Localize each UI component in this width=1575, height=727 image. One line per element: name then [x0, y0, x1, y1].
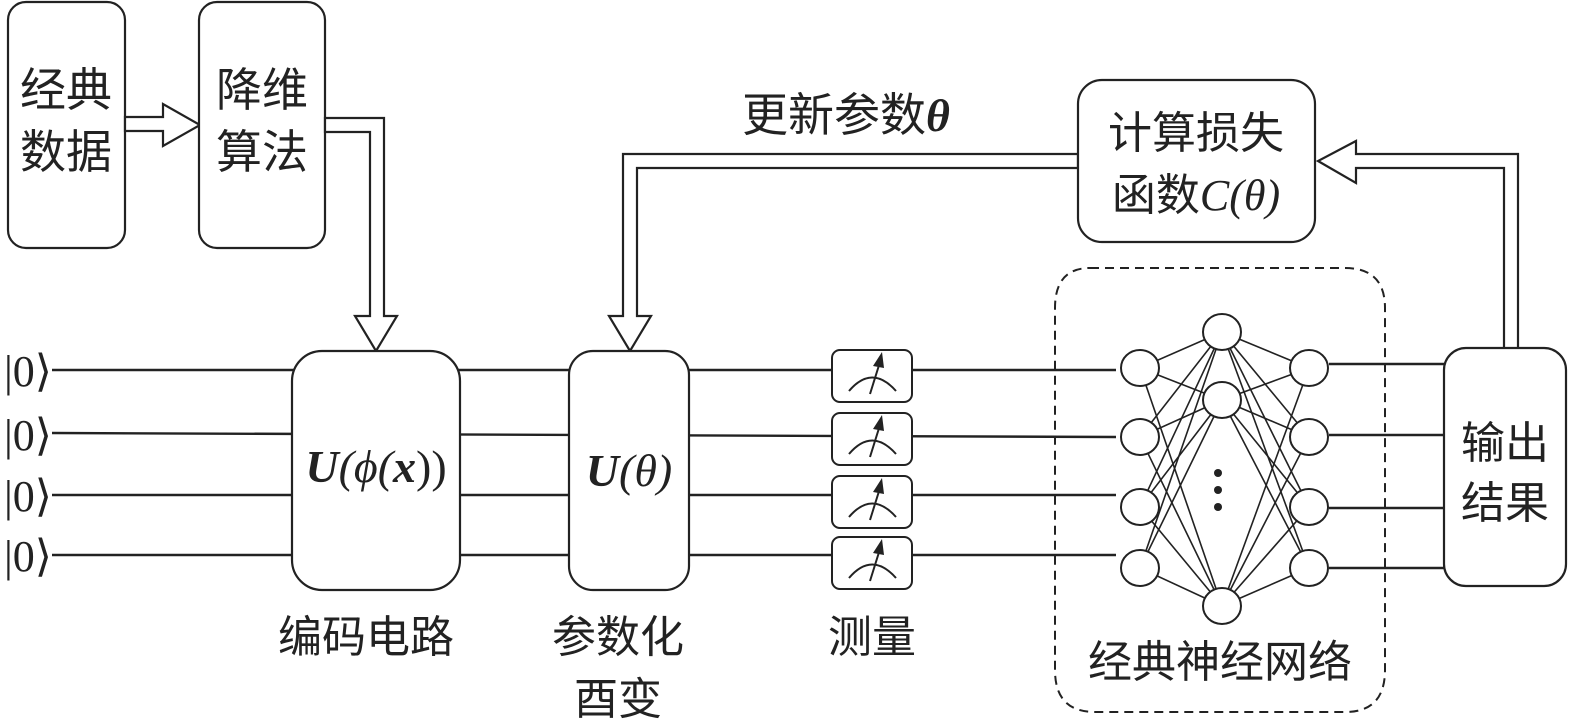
nn-edge — [1221, 399, 1310, 508]
nn-edge — [1139, 331, 1223, 569]
encoding-gate: U(ϕ(x)) — [290, 349, 462, 592]
measurement-meter-icon — [831, 412, 913, 466]
arrow-output-to-loss — [1315, 139, 1520, 352]
classical-data-line1: 经典 — [20, 63, 112, 117]
nn-edge — [1221, 506, 1310, 607]
nn-edge — [1221, 399, 1310, 569]
caption-parametric-unitary-line1: 参数化 — [552, 612, 684, 663]
nn-output-node — [1289, 488, 1329, 526]
nn-input-node — [1120, 418, 1160, 456]
caption-classical-neural-network: 经典神经网络 — [1088, 637, 1352, 688]
dim-reduction-line2: 算法 — [216, 125, 308, 179]
classical-data-line2: 数据 — [20, 125, 112, 179]
arrow-reduction-to-encoding — [323, 116, 399, 354]
nn-output-wires — [1329, 362, 1452, 570]
loss-line1: 计算损失 — [1108, 108, 1284, 159]
nn-edge — [1221, 331, 1310, 508]
nn-edge — [1139, 367, 1223, 607]
nn-output-node — [1289, 349, 1329, 387]
update-parameter-label: 更新参数θ — [742, 88, 950, 142]
caption-measurement: 测量 — [828, 612, 916, 663]
measurement-meters — [831, 349, 913, 590]
nn-edge — [1139, 331, 1223, 508]
param-gate-label: U(θ) — [586, 445, 672, 496]
measurement-meter-icon — [831, 536, 913, 590]
parametric-unitary-gate: U(θ) — [567, 349, 691, 592]
nn-edges — [1139, 331, 1310, 607]
nn-input-node — [1120, 349, 1160, 387]
qubit-labels: |0⟩ |0⟩ |0⟩ |0⟩ — [4, 347, 52, 581]
measurement-meter-icon — [831, 475, 913, 529]
arrow-loss-to-param-gate — [607, 152, 1080, 354]
caption-parametric-unitary-line2: 酉变 — [574, 674, 662, 725]
nn-edge — [1139, 331, 1223, 438]
encoding-gate-label: U(ϕ(x)) — [305, 441, 446, 492]
nn-output-node — [1289, 549, 1329, 587]
nn-edge — [1139, 399, 1223, 508]
nn-hidden-node — [1202, 587, 1242, 625]
qubit-label-4: |0⟩ — [4, 532, 52, 581]
dim-reduction-block: 降维 算法 — [197, 0, 327, 250]
loss-line2: 函数C(θ) — [1112, 170, 1280, 221]
nn-edge — [1139, 399, 1223, 569]
measurement-meter-icon — [831, 349, 913, 403]
output-line2: 结果 — [1461, 478, 1549, 529]
arrow-data-to-reduction — [123, 102, 203, 148]
neural-network — [1120, 313, 1329, 625]
nn-output-node — [1289, 418, 1329, 456]
output-result-block: 输出 结果 — [1442, 346, 1568, 588]
nn-edge — [1139, 506, 1223, 607]
nn-edge — [1221, 331, 1310, 569]
qubit-label-3: |0⟩ — [4, 472, 52, 521]
nn-edge — [1139, 436, 1223, 607]
nn-input-node — [1120, 488, 1160, 526]
dim-reduction-line1: 降维 — [216, 63, 308, 117]
nn-edge — [1221, 367, 1310, 607]
output-line1: 输出 — [1461, 418, 1549, 469]
qubit-label-1: |0⟩ — [4, 347, 52, 396]
caption-encoding-circuit: 编码电路 — [278, 612, 454, 663]
loss-function-block: 计算损失 函数C(θ) — [1076, 78, 1317, 244]
qubit-label-2: |0⟩ — [4, 411, 52, 460]
vertical-ellipsis-icon — [1214, 469, 1222, 511]
neural-network-container — [1054, 267, 1386, 713]
nn-input-node — [1120, 549, 1160, 587]
classical-data-block: 经典 数据 — [6, 0, 127, 250]
nn-hidden-node — [1202, 381, 1242, 419]
nn-edge — [1221, 436, 1310, 607]
nn-hidden-node — [1202, 313, 1242, 351]
